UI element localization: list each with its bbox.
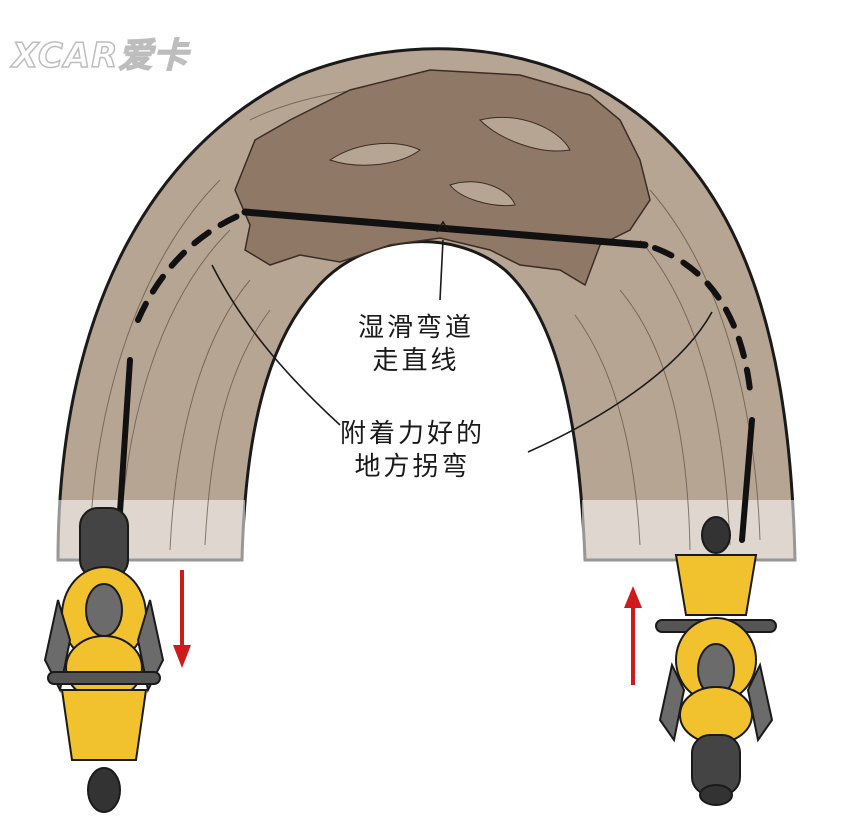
wet-corner-label-line1: 湿滑弯道 xyxy=(358,313,475,343)
wet-corner-label-line2: 走直线 xyxy=(372,345,460,376)
wet-patch-highlights xyxy=(328,116,571,207)
racing-line xyxy=(117,208,755,543)
grip-turn-label-line1: 附着力好的 xyxy=(340,419,486,449)
motorcycle-left xyxy=(43,507,165,813)
grip-turn-label-line2: 地方拐弯 xyxy=(354,451,471,482)
wet-patch xyxy=(234,69,651,287)
motorcycle-right xyxy=(655,516,777,806)
wet-corner-label: 湿滑弯道 走直线 xyxy=(358,312,474,377)
xcar-logo: XCAR爱卡 xyxy=(11,35,189,77)
leader-lines xyxy=(211,220,713,453)
grip-turn-label: 附着力好的 地方拐弯 xyxy=(340,418,485,483)
direction-arrow-down xyxy=(173,570,191,668)
road-texture xyxy=(89,84,761,551)
direction-arrow-up xyxy=(624,586,642,685)
